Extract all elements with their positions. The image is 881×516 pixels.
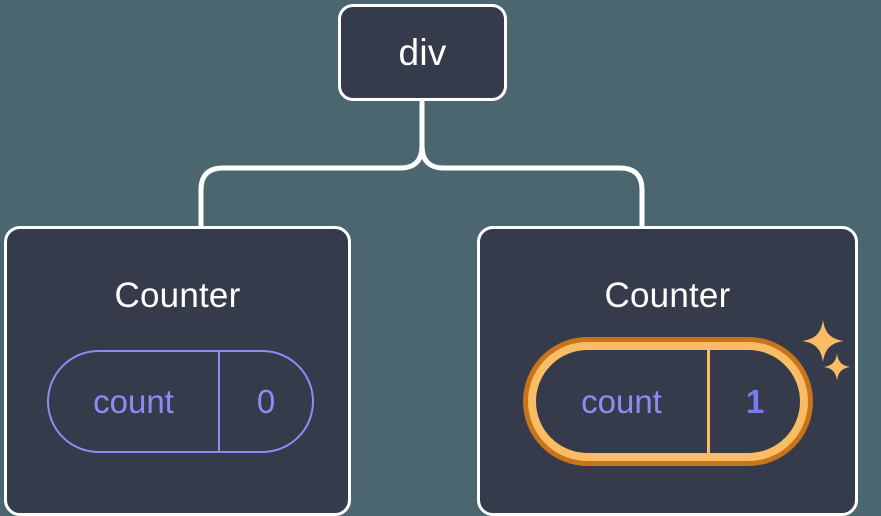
state-key-label: count <box>536 350 710 453</box>
state-pill-count-right[interactable]: count 1 <box>523 337 813 466</box>
node-div-label: div <box>398 32 447 73</box>
diagram-canvas: div Counter count 0 Counter count 1 <box>4 4 858 516</box>
state-pill-highlight-ring: count 1 <box>528 342 808 461</box>
sparkle-icon <box>823 353 851 381</box>
counter-right-title: Counter <box>604 276 731 315</box>
state-value-label: 0 <box>256 383 276 420</box>
state-value-label: 1 <box>745 383 765 420</box>
state-pill-count-left[interactable]: count 0 <box>47 350 314 453</box>
state-key-label: count <box>49 352 220 451</box>
node-counter-right[interactable]: Counter count 1 <box>477 226 858 516</box>
counter-left-title: Counter <box>114 276 241 315</box>
node-div[interactable]: div <box>338 4 507 101</box>
node-counter-left[interactable]: Counter count 0 <box>4 226 351 516</box>
sparkle-icon <box>801 319 845 363</box>
